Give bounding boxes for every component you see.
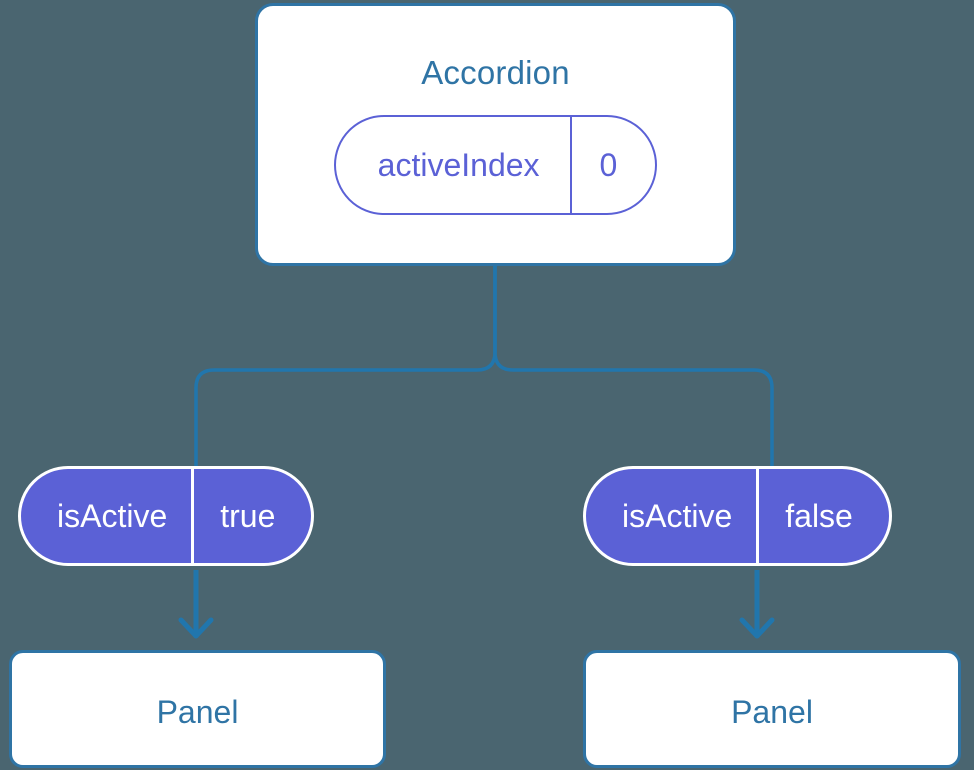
connector-branch-right bbox=[493, 264, 774, 468]
prop-pill-key: isActive bbox=[622, 497, 733, 534]
state-pill-key: activeIndex bbox=[377, 146, 540, 183]
state-pill-active-index[interactable]: activeIndex 0 bbox=[333, 115, 658, 215]
arrow-head-right-icon bbox=[739, 617, 775, 639]
connector-branch-left bbox=[194, 264, 497, 468]
component-card-panel-right[interactable]: Panel bbox=[583, 650, 961, 768]
component-title-panel: Panel bbox=[156, 694, 239, 730]
prop-pill-is-active-right[interactable]: isActive false bbox=[583, 466, 892, 566]
arrow-head-left-icon bbox=[178, 617, 214, 639]
state-pill-value: 0 bbox=[569, 117, 656, 213]
prop-pill-value: true bbox=[191, 469, 311, 563]
component-card-accordion[interactable]: Accordion activeIndex 0 bbox=[255, 3, 736, 266]
prop-pill-is-active-left[interactable]: isActive true bbox=[18, 466, 315, 566]
prop-pill-value: false bbox=[756, 469, 889, 563]
component-title-panel: Panel bbox=[731, 694, 813, 730]
component-card-panel-left[interactable]: Panel bbox=[9, 650, 386, 768]
component-title-accordion: Accordion bbox=[421, 54, 570, 91]
prop-pill-key: isActive bbox=[57, 497, 168, 534]
